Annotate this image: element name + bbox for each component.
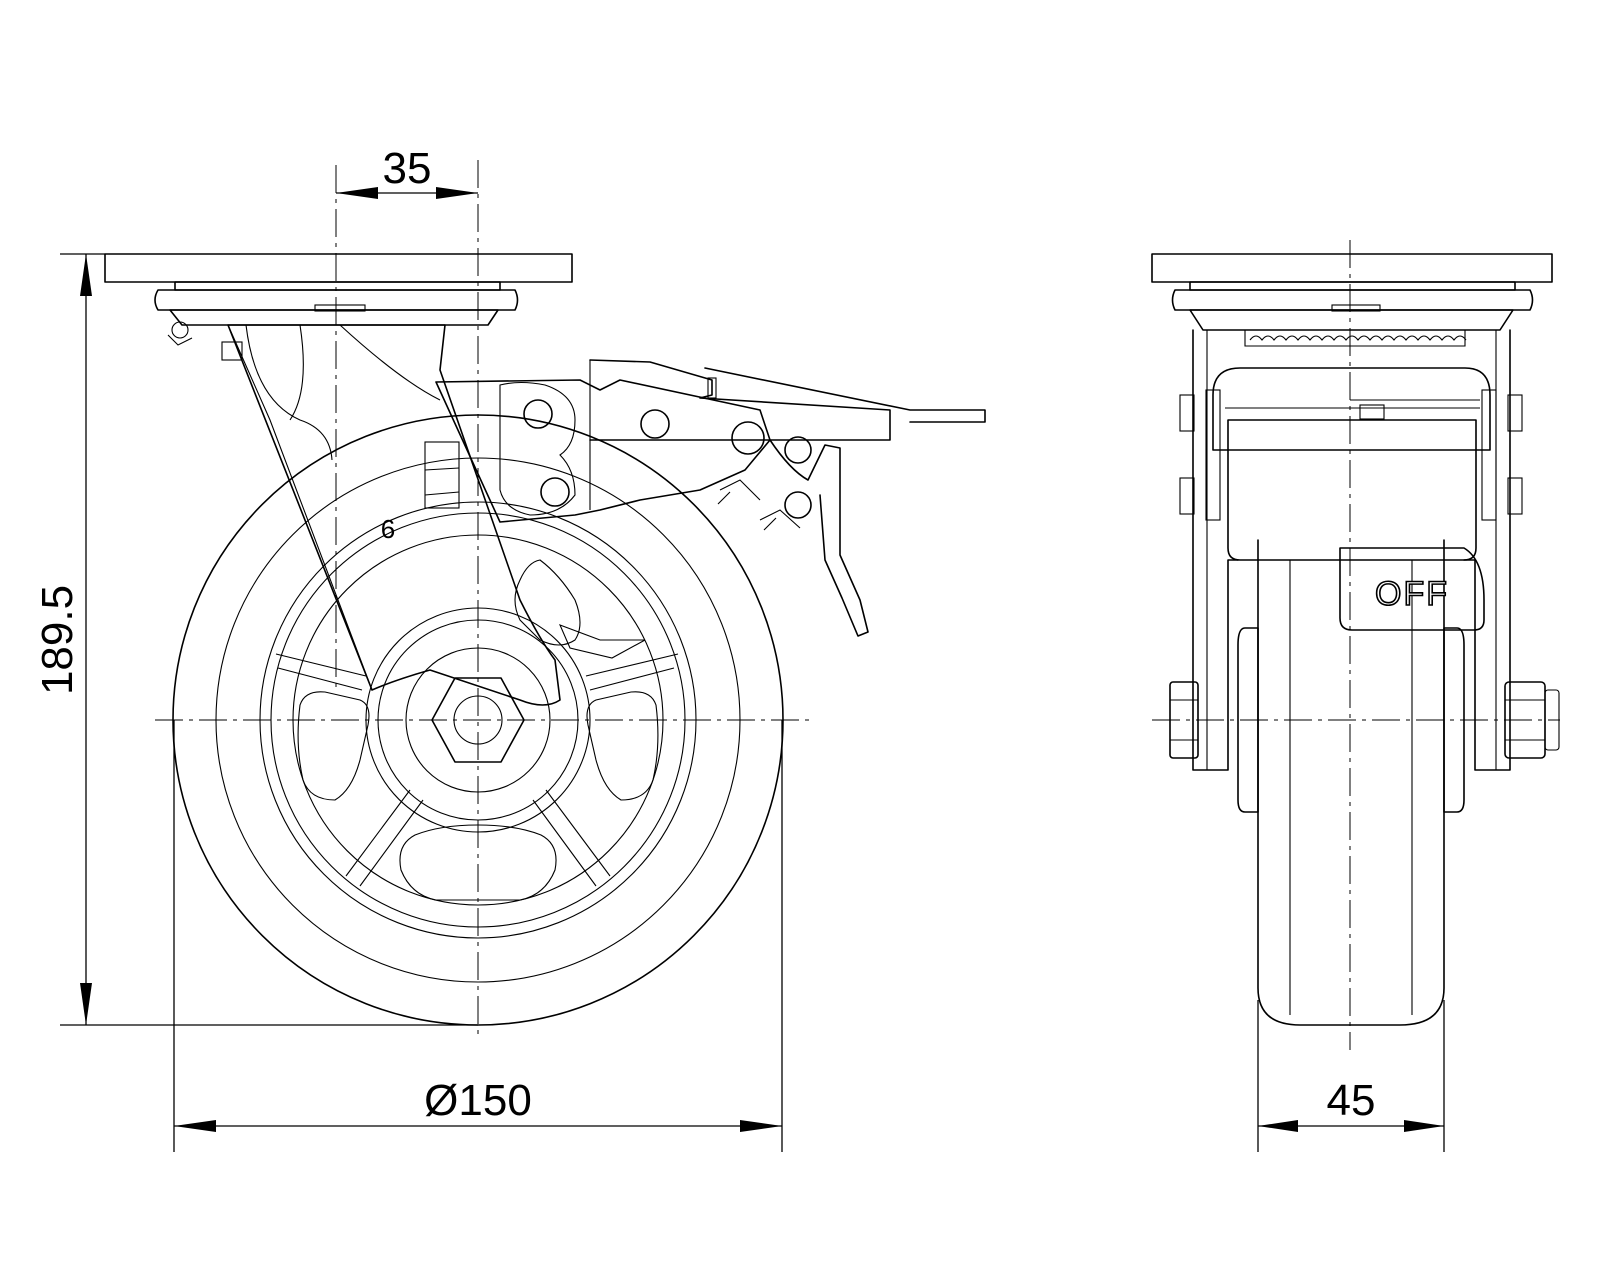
front-top-plate (1151, 253, 1553, 347)
offset-dimension: 35 (336, 144, 478, 199)
offset-dimension-label: 35 (383, 144, 432, 193)
height-dimension-label: 189.5 (33, 585, 82, 695)
height-dimension: 189.5 (33, 253, 478, 1026)
front-wheel (1237, 539, 1465, 1026)
side-top-plate (104, 253, 573, 361)
diameter-dimension-label: Ø150 (424, 1076, 532, 1125)
front-view: OFF 45 (1151, 240, 1560, 1152)
brake-state-label: OFF (1375, 575, 1449, 613)
brake-lever (435, 359, 986, 637)
side-view: 6 35 189.5 Ø150 (33, 144, 986, 1152)
diameter-dimension: Ø150 (173, 720, 783, 1152)
width-dimension: 45 (1257, 1000, 1445, 1152)
part-mark: 6 (381, 514, 395, 544)
width-dimension-label: 45 (1327, 1076, 1376, 1125)
front-brake-housing: OFF (1212, 367, 1491, 631)
